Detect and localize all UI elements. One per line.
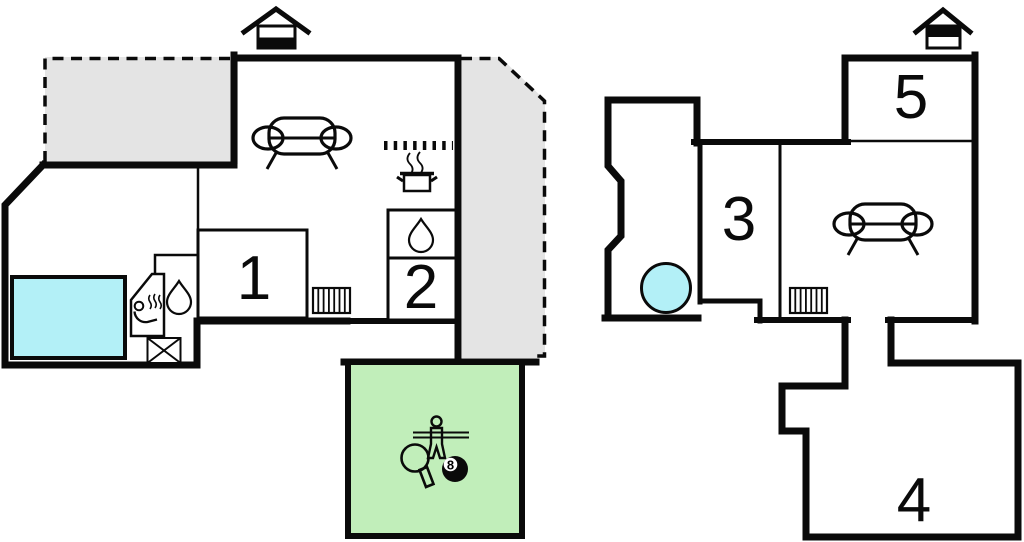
veranda-floor — [462, 57, 545, 358]
room-5-label: 5 — [894, 63, 928, 132]
stove-icon — [396, 151, 438, 193]
eight-ball-number: 8 — [447, 458, 454, 473]
shower-drop-icon — [165, 279, 193, 316]
room-2-label: 2 — [404, 253, 438, 322]
entrance-icon — [240, 5, 312, 50]
veranda-area — [461, 56, 547, 358]
table-tennis-icon — [400, 443, 436, 489]
hatch-icon — [146, 337, 182, 364]
sofa-icon-right — [832, 202, 934, 257]
terrace-floor — [45, 57, 238, 164]
hot-tub — [640, 262, 692, 314]
radiator-icon — [311, 286, 352, 315]
pool — [10, 275, 127, 360]
terrace-area — [43, 56, 238, 164]
room-1-label: 1 — [237, 244, 271, 313]
foosball-icon — [413, 415, 469, 460]
radiator-icon-right — [788, 286, 829, 315]
room-3-label: 3 — [722, 185, 756, 254]
outer-walls-left-building — [1, 51, 540, 369]
outer-walls-right-building — [601, 51, 1022, 541]
room-4-label: 4 — [897, 466, 931, 535]
room-1: 1 — [196, 228, 309, 320]
sauna-cabin — [129, 272, 166, 338]
bathroom — [129, 253, 199, 364]
right-building: 5 3 4 — [601, 6, 1022, 541]
terrace-dashed-edge — [43, 56, 238, 162]
game-room: 8 — [345, 359, 525, 539]
room-2: 2 — [386, 253, 458, 322]
sauna-icon — [133, 293, 163, 324]
room-5: 5 — [841, 54, 979, 144]
sink-cabinet — [386, 208, 458, 260]
veranda-dashed-edge — [461, 56, 547, 358]
left-building: 2 1 — [1, 5, 547, 539]
entrance-icon-right — [912, 6, 974, 50]
eight-ball-icon: 8 — [442, 456, 468, 482]
sofa-icon — [251, 116, 353, 171]
